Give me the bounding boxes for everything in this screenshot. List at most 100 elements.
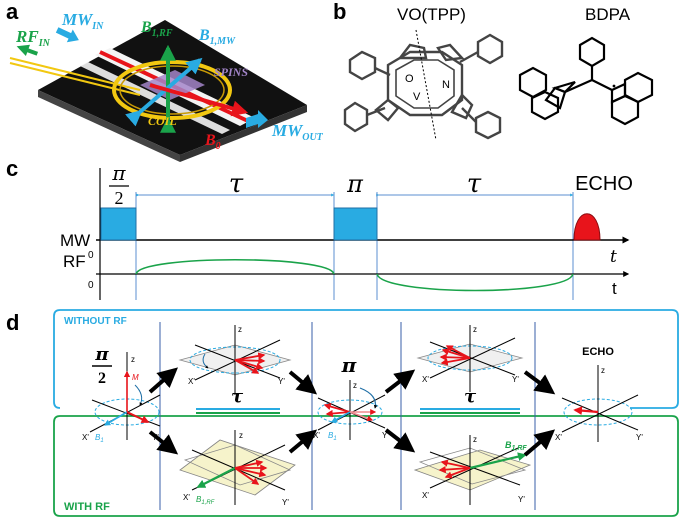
- d-tau-label-2: τ: [464, 386, 477, 407]
- rf-envelope-down: [376, 273, 574, 292]
- rf-zero-2: 0: [88, 280, 94, 291]
- without-rf-label: WITHOUT RF: [64, 316, 127, 327]
- echo-label: ECHO: [575, 173, 633, 195]
- d-axis-x-6: X': [422, 491, 429, 500]
- flow-arrow-4: [288, 429, 318, 454]
- flow-arrow-8: [523, 429, 556, 457]
- tau-label-1: τ: [229, 169, 244, 199]
- flow-arrow-6: [384, 428, 416, 453]
- spins-label: SPINS: [214, 65, 248, 79]
- rf-line-2: [9, 62, 141, 96]
- d-axis-y-3: Y': [282, 498, 289, 507]
- panel-b: b VO(TPP) BDPA O V N: [333, 0, 654, 141]
- symmetry-axis: [415, 29, 437, 141]
- panel-letter-c: c: [6, 156, 18, 181]
- b1mw-arrow: [125, 57, 203, 127]
- panel-a: a RFIN MW: [6, 0, 324, 162]
- rf-envelope-up: [135, 258, 335, 275]
- d-axis-x-2: X': [188, 377, 195, 386]
- vo-tpp-structure: [343, 33, 504, 140]
- d-axis-x-1: X': [82, 433, 89, 442]
- with-rf-frame: [53, 415, 679, 517]
- coil-label: COIL: [148, 114, 177, 128]
- d-axis-y-4: Y': [382, 431, 389, 440]
- d-tau-label-1: τ: [231, 386, 244, 407]
- svg-text:B1,RF: B1,RF: [140, 19, 173, 39]
- d-axis-y-2: Y': [278, 377, 285, 386]
- d-vec-b1-1: B1: [95, 433, 104, 444]
- mw-in-label: MWIN: [55, 10, 104, 43]
- svg-text:B1,MW: B1,MW: [198, 27, 236, 47]
- without-rf-frame-left: [53, 309, 61, 409]
- d-axis-y-7: Y': [636, 433, 643, 442]
- bdpa-structure: [518, 36, 654, 126]
- mw-out-label: MWOUT: [246, 110, 324, 143]
- bloch-dephase-bottom: [179, 430, 296, 505]
- d-vec-b1rf-1: B1,RF: [196, 495, 215, 506]
- d-vec-b1-2: B1: [328, 431, 337, 442]
- b1rf-label: B1,RF: [140, 19, 173, 39]
- panel-letter-b: b: [333, 0, 346, 24]
- mw-out-arrow: [246, 110, 268, 128]
- d-echo-label: ECHO: [582, 346, 614, 358]
- bloch-dephase-top: [178, 325, 292, 395]
- d-axis-y-6: Y': [518, 495, 525, 504]
- bloch-initial: [89, 352, 161, 440]
- radical-dot: [612, 84, 616, 88]
- mw-in-text: MW: [61, 10, 94, 29]
- with-rf-label: WITH RF: [64, 501, 110, 513]
- bloch-pi: [317, 380, 386, 440]
- panel-letter-d: d: [6, 310, 19, 335]
- pi-half-pulse: [100, 207, 137, 241]
- rf-zero-1: 0: [88, 250, 94, 261]
- pulse-pi-half-num: π: [111, 161, 126, 185]
- d-axis-z-2: z: [238, 325, 242, 334]
- rf-in-label: RFIN: [15, 27, 51, 56]
- d-axis-x-3: X': [183, 493, 190, 502]
- time-label-1: t: [610, 247, 617, 267]
- echo-signal: [573, 213, 601, 241]
- panel-letter-a: a: [6, 0, 19, 24]
- rf-in-text: RF: [15, 27, 39, 46]
- d-axis-z-5: z: [473, 325, 477, 334]
- d-axis-z-1: z: [131, 355, 135, 364]
- bloch-refocus-bottom: [413, 435, 532, 505]
- d-vec-b1rf-2: B1,RF: [505, 440, 527, 452]
- board-side-right: [180, 105, 307, 162]
- flow-arrow-3: [288, 370, 318, 395]
- flow-arrow-7: [523, 370, 556, 395]
- pi-pulse: [333, 207, 378, 241]
- svg-text:RFIN: RFIN: [15, 27, 51, 49]
- bloch-echo: [561, 365, 639, 442]
- bloch-refocus-top: [416, 325, 524, 392]
- d-axis-x-7: X': [555, 433, 562, 442]
- b0-label: B0: [204, 132, 221, 152]
- d-vec-m: M: [132, 373, 139, 382]
- molecule-vo-tpp-name: VO(TPP): [397, 5, 466, 24]
- rf-row-label: RF: [63, 252, 86, 271]
- without-rf-frame: [60, 309, 679, 409]
- pulse-pi-half-den: 2: [115, 188, 124, 208]
- board-side: [38, 90, 180, 162]
- d-pi-half-num: π: [94, 344, 109, 365]
- rf-line-1: [9, 57, 141, 91]
- mw-in-arrow: [55, 27, 79, 43]
- svg-text:MWOUT: MWOUT: [271, 121, 324, 143]
- tau-label-2: τ: [467, 169, 482, 199]
- d-axis-z-7: z: [601, 366, 605, 375]
- mw-in-sub: IN: [91, 21, 104, 32]
- rf-in-sub: IN: [38, 38, 51, 49]
- atom-o: O: [405, 73, 414, 85]
- molecule-bdpa-name: BDPA: [585, 5, 631, 24]
- d-axis-x-5: X': [422, 375, 429, 384]
- flow-arrow-2: [148, 430, 179, 455]
- pulse-pi-label: π: [346, 170, 364, 198]
- flow-arrow-1: [148, 367, 179, 394]
- svg-text:MWIN: MWIN: [61, 10, 104, 32]
- panel-d: d WITHOUT RF WITH RF τ τ π π 2 ECHO: [6, 309, 679, 517]
- atom-v: V: [413, 91, 421, 103]
- time-label-2: t: [612, 279, 617, 298]
- panel-c: c π 2 τ π τ ECHO MW t RF 0 0 t: [6, 156, 633, 300]
- mw-row-label: MW: [60, 231, 90, 250]
